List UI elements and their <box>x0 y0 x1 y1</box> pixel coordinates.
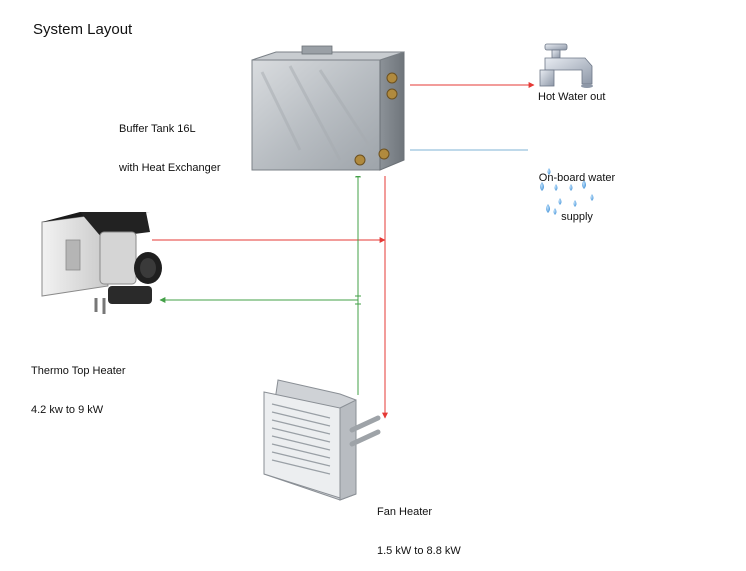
fan-heater-image <box>263 379 381 501</box>
thermo-top-label: Thermo Top Heater 4.2 kw to 9 kW <box>31 339 126 430</box>
thermo-top-label-line1: Thermo Top Heater <box>31 365 126 377</box>
water-supply-label: On-board water supply <box>533 146 621 237</box>
thermo-top-heater-image <box>41 212 162 314</box>
thermo-top-label-line2: 4.2 kw to 9 kW <box>31 404 104 416</box>
fan-heater-label: Fan Heater 1.5 kW to 8.8 kW <box>377 480 461 571</box>
buffer-tank-label-line1: Buffer Tank 16L <box>119 123 196 135</box>
system-diagram <box>41 43 594 501</box>
buffer-tank-image <box>248 45 410 176</box>
water-supply-label-line1: On-board water <box>538 172 616 184</box>
buffer-tank-label: Buffer Tank 16L with Heat Exchanger <box>119 97 221 188</box>
fan-heater-label-line1: Fan Heater <box>377 506 433 518</box>
buffer-tank-label-line2: with Heat Exchanger <box>119 162 221 174</box>
water-supply-label-line2: supply <box>561 211 593 223</box>
water-droplets-icon <box>540 168 594 215</box>
fan-heater-label-line2: 1.5 kW to 8.8 kW <box>377 545 461 557</box>
hot-water-label: Hot Water out <box>538 91 606 103</box>
return-junction-marker <box>355 295 361 305</box>
faucet-icon <box>539 43 593 88</box>
page-title: System Layout <box>33 21 133 38</box>
